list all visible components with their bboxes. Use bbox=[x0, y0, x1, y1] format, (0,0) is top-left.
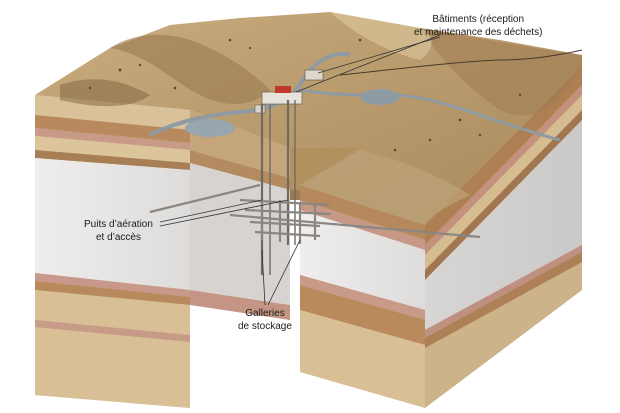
buildings-label: Bâtiments (réception et maintenance des … bbox=[414, 13, 542, 39]
left-block-front-face bbox=[35, 95, 190, 408]
shafts-label-line2: et d’accès bbox=[95, 232, 141, 243]
buildings-label-line1: Bâtiments (réception bbox=[432, 14, 525, 25]
terrain-surface bbox=[35, 12, 583, 225]
shafts-label-line1: Puits d’aération bbox=[84, 219, 153, 230]
right-block-front-face bbox=[300, 185, 425, 408]
right-block-side-face bbox=[425, 65, 582, 408]
leader-lines bbox=[159, 34, 441, 306]
galleries-label-line1: Galleries bbox=[245, 308, 285, 319]
galleries-label-line2: de stockage bbox=[238, 321, 292, 332]
buildings-label-line2: et maintenance des déchets) bbox=[414, 27, 543, 38]
galleries-label: Galleries de stockage bbox=[238, 307, 292, 333]
shafts-label: Puits d’aération et d’accès bbox=[84, 218, 153, 244]
storage-galleries bbox=[149, 183, 481, 244]
